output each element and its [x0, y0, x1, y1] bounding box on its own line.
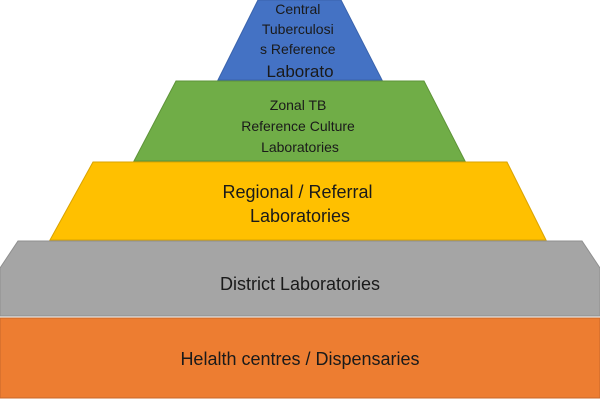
tier-district: District Laboratories [0, 240, 600, 317]
tier-zonal: Zonal TB Reference Culture Laboratories [133, 80, 466, 162]
tier-regional-shape [49, 161, 547, 241]
tier-health-centres-line-1: Helalth centres / Dispensaries [180, 349, 419, 369]
svg-text:Regional / Referral Labo: Regional / Referral Laboratories [222, 182, 377, 226]
tier-health-centres-shape [0, 317, 600, 399]
tier-zonal-line-2: Reference Culture [241, 118, 355, 134]
tier-central: Central Tuberculosi s Reference Laborato [217, 0, 383, 81]
tier-zonal-line-1: Zonal TB [270, 97, 327, 113]
tier-regional-line-2: Laboratories [250, 206, 350, 226]
tier-central-shape [217, 0, 383, 81]
svg-text:District Laboratories: District Laboratories [220, 274, 380, 294]
tier-district-line-1: District Laboratories [220, 274, 380, 294]
tier-zonal-line-3: Laboratories [261, 139, 339, 155]
svg-text:Zonal TB Reference Cult: Zonal TB Reference Culture Laboratories [241, 97, 359, 155]
tier-central-line-2: Tuberculosi [262, 21, 334, 37]
tier-zonal-shape [133, 80, 466, 162]
tier-central-line-3: s Reference [260, 41, 336, 57]
tier-district-shape [0, 240, 600, 317]
tier-regional-line-1: Regional / Referral [222, 182, 372, 202]
svg-text:Central Tuberculosi: Central Tuberculosi s Reference Laborato [260, 1, 340, 81]
tier-central-line-1: Central [275, 1, 320, 17]
svg-text:Helalth centres / Dispensaries: Helalth centres / Dispensaries [180, 349, 419, 369]
tier-central-line-4: Laborato [266, 62, 333, 81]
tier-regional: Regional / Referral Laboratories [49, 161, 547, 241]
tier-health-centres: Helalth centres / Dispensaries [0, 317, 600, 399]
